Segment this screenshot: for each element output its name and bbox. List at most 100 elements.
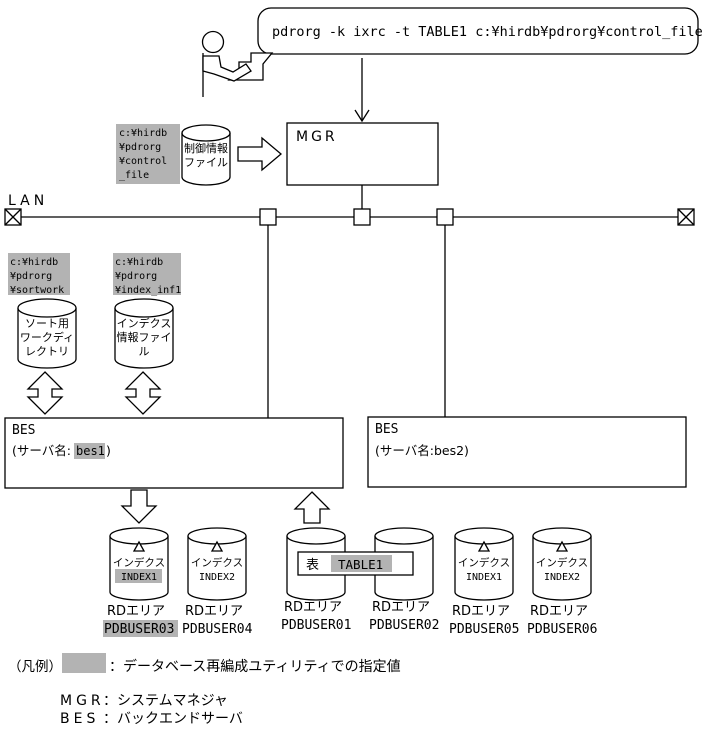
rd-kind-label: インデクス [113,556,165,569]
mgr-group: MGR [286,122,439,186]
lan-label: LAN [8,193,48,209]
lan-tap-3 [436,208,454,226]
mgr-box [286,122,439,186]
lan-terminator-left-x2 [4,208,22,226]
index-triangle-icon [210,540,224,552]
rd-area-name: PDBUSER04 [182,622,253,637]
bes1-server-prefix: (サーバ名: [12,443,71,458]
control-file-path-line: _file [119,170,149,181]
control-file-cylinder-label: ファイル [184,156,228,169]
index-info-cylinder-label: インデクス [117,316,172,330]
rd-area-pdbuser05: インデクス INDEX1 RDエリア PDBUSER05 [449,527,519,637]
mgr-label: MGR [296,129,338,145]
index-triangle-icon [132,540,146,552]
down-arrow-icon [120,489,158,524]
command-bubble-group: pdrorg -k ixrc -t TABLE1 c:¥hirdb¥pdrorg… [201,7,703,123]
bes1-title: BES [12,423,35,438]
rd-cylinder-top [374,527,434,545]
bes1-server-suffix: ) [106,443,111,458]
lan-tap-1 [259,208,277,226]
bes2-group: BES (サーバ名:bes2) [367,416,687,488]
bidirectional-arrow-icon [124,371,162,415]
table-name-highlight [331,555,392,572]
bes1-group: BES (サーバ名: bes1 ) [4,417,344,489]
sort-work-cylinder-label: ソート用 [25,317,69,330]
control-file-path-line: c:¥hirdb [119,128,167,139]
user-arm [202,55,252,82]
index-info-path-line: ¥pdrorg [115,271,157,282]
table-name: TABLE1 [338,557,383,572]
rd-area-pdbuser01: RDエリア PDBUSER01 [281,527,351,633]
bes1-server-name: bes1 [76,444,105,458]
index-info-cylinder [114,308,174,369]
bidirectional-arrow-icon [26,371,64,415]
bes2-box [367,416,687,488]
lan-group: LAN [4,185,695,418]
legend-desc: ：システムマネジャ [103,693,228,709]
table-label: 表 [306,558,319,573]
sort-work-path-highlight [8,253,70,295]
rd-area-label: RDエリア [530,604,588,619]
rd-area-name: PDBUSER02 [369,618,439,633]
sort-work-path-line: ¥sortwork [10,285,64,296]
user-icon [201,30,225,54]
rd-area-name: PDBUSER05 [449,622,519,637]
index-name: INDEX2 [544,572,580,583]
index-info-group: c:¥hirdb ¥pdrorg ¥index_inf1 インデクス 情報ファイ… [113,253,181,415]
bes2-server-label: (サーバ名:bes2) [375,443,469,458]
rd-area-pdbuser02: RDエリア PDBUSER02 [369,527,439,633]
bes1-box [4,417,344,489]
legend-term: MGR [60,693,105,709]
index-triangle-icon [555,540,569,552]
sort-work-cylinder-label: レクトリ [25,345,69,358]
rd-area-name-highlight [103,620,178,637]
lan-tap-2 [353,208,371,226]
lan-terminator-right-x2 [677,208,695,226]
table-bar-group: 表 TABLE1 [297,551,414,576]
legend-group: （凡例） ：データベース再編成ユティリティでの指定値 MGR ：システムマネジャ… [8,653,401,727]
sort-work-cylinder-label: ワークディ [20,330,74,344]
rd-cylinder [187,536,247,601]
index-info-path-line: ¥index_inf1 [115,285,181,296]
up-arrow-icon [293,491,331,524]
rd-area-pdbuser04: インデクス INDEX2 RDエリア PDBUSER04 [182,527,253,637]
legend-title: （凡例） [8,659,62,675]
index-info-path-line: c:¥hirdb [115,257,163,268]
rd-area-label: RDエリア [452,604,510,619]
sort-work-cylinder [17,308,77,369]
speech-bubble [257,7,699,55]
control-file-cylinder-top [181,124,231,142]
control-file-cylinder [181,133,231,186]
rd-area-name: PDBUSER01 [281,618,351,633]
index-info-cylinder-top [114,298,174,318]
rd-area-name: PDBUSER03 [104,622,174,637]
rd-cylinder-top [286,527,346,545]
control-file-cylinder-label: 制御情報 [184,141,228,155]
index-name-highlight [115,569,162,583]
legend-desc: ：バックエンドサーバ [103,711,243,727]
rd-cylinder [532,536,592,601]
control-file-path-line: ¥control [119,156,167,167]
legend-swatch-desc: ：データベース再編成ユティリティでの指定値 [109,658,401,675]
command-text: pdrorg -k ixrc -t TABLE1 c:¥hirdb¥pdrorg… [272,24,703,40]
index-info-cylinder-label: ル [139,345,150,358]
sort-work-group: c:¥hirdb ¥pdrorg ¥sortwork ソート用 ワークディ レク… [8,253,77,415]
sort-work-cylinder-top [17,298,77,318]
rd-kind-label: インデクス [458,556,510,569]
control-file-path-line: ¥pdrorg [119,142,161,153]
rd-kind-label: インデクス [191,556,243,569]
rd-cylinder [454,536,514,601]
legend-term: BES [60,711,99,727]
legend-highlight-swatch [62,653,106,673]
rd-area-label: RDエリア [107,604,165,619]
index-triangle-icon [477,540,491,552]
rd-kind-label: インデクス [536,556,588,569]
rd-area-label: RDエリア [372,600,430,615]
rd-area-name: PDBUSER06 [527,622,597,637]
index-name: INDEX1 [121,572,157,583]
command-arrowhead-icon [354,109,370,123]
sort-work-path-line: ¥pdrorg [10,271,52,282]
sort-work-path-line: c:¥hirdb [10,257,58,268]
bes1-name-highlight [74,443,105,459]
